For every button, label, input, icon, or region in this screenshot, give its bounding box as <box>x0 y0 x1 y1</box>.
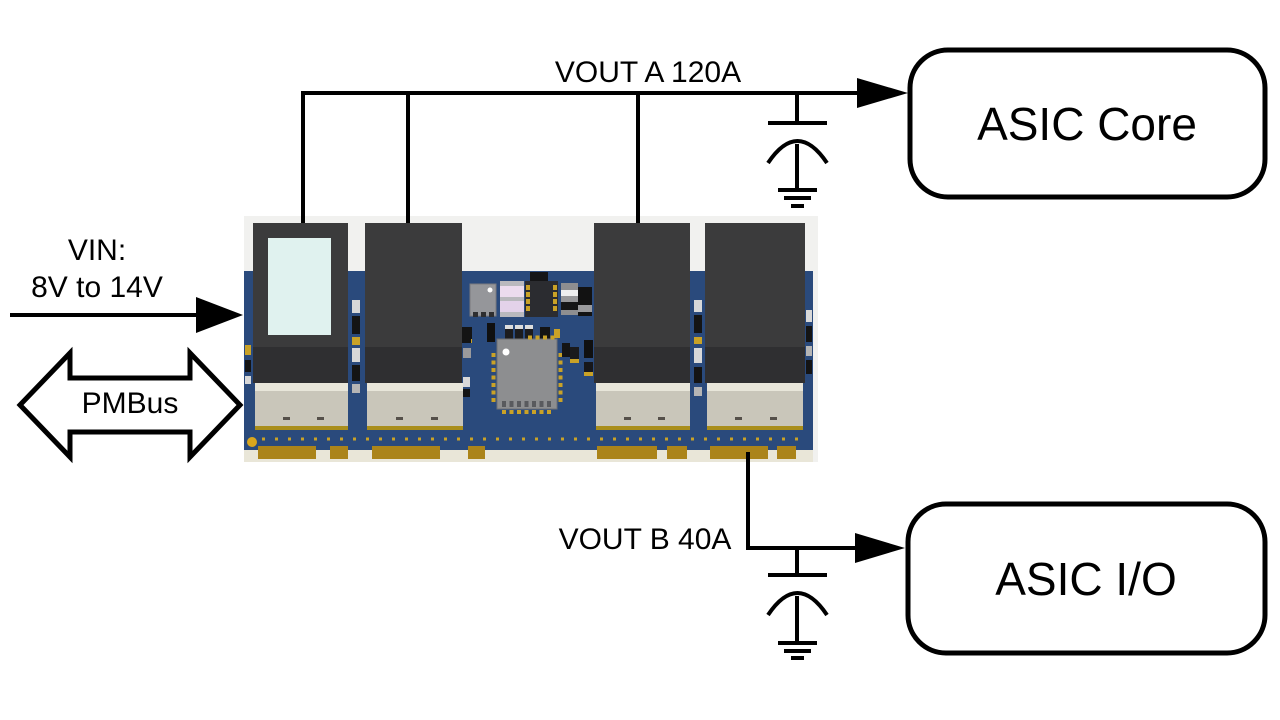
vout-a-net <box>301 78 908 223</box>
passive-row <box>462 323 560 343</box>
passive-column-c <box>694 300 702 396</box>
power-module-photo <box>244 216 818 462</box>
inductor-3 <box>594 223 690 383</box>
vout-a-label: VOUT A 120A <box>555 56 741 89</box>
power-stage-3 <box>596 383 690 430</box>
edge-pads <box>258 446 796 459</box>
pmbus-arrow <box>16 346 244 464</box>
asic-core-label: ASIC Core <box>977 98 1197 150</box>
vout-b-ground <box>778 641 817 660</box>
inductor-1 <box>253 223 348 383</box>
vout-a-ground <box>778 188 817 208</box>
striped-component <box>561 283 578 315</box>
passive-column-right <box>806 310 812 374</box>
schematic-nets <box>10 78 908 660</box>
pin1-dot <box>502 348 510 356</box>
controller-qfn <box>491 335 563 414</box>
qfn-pads <box>491 335 563 414</box>
asic-io-box: ASIC I/O <box>905 501 1268 656</box>
inductor-4 <box>705 223 805 383</box>
vout-b-arrowhead <box>855 533 905 563</box>
vin-label-line2: 8V to 14V <box>31 271 163 304</box>
power-stage-4 <box>707 383 803 430</box>
center-components <box>462 272 593 414</box>
power-stage-1 <box>255 383 348 430</box>
asic-io-label: ASIC I/O <box>995 553 1176 605</box>
inductor-window <box>268 238 331 335</box>
asic-core-box: ASIC Core <box>907 47 1268 200</box>
vout-a-capacitor <box>766 121 829 190</box>
passive-column-a <box>352 300 360 393</box>
passive-column-left <box>245 345 251 384</box>
power-stage-2 <box>367 383 463 430</box>
film-capacitors <box>500 281 524 317</box>
fiducial-dot <box>247 437 257 447</box>
vin-arrow <box>10 297 243 333</box>
vin-label-line1: VIN: <box>68 234 126 267</box>
vout-a-arrowhead <box>857 78 908 108</box>
pmbus-label: PMBus <box>82 387 179 420</box>
vout-b-label: VOUT B 40A <box>559 523 732 556</box>
vin-arrowhead <box>196 297 243 333</box>
small-ic <box>525 272 558 317</box>
vout-b-net <box>746 452 905 660</box>
inductor-2 <box>365 223 462 383</box>
vout-b-capacitor <box>766 548 829 643</box>
